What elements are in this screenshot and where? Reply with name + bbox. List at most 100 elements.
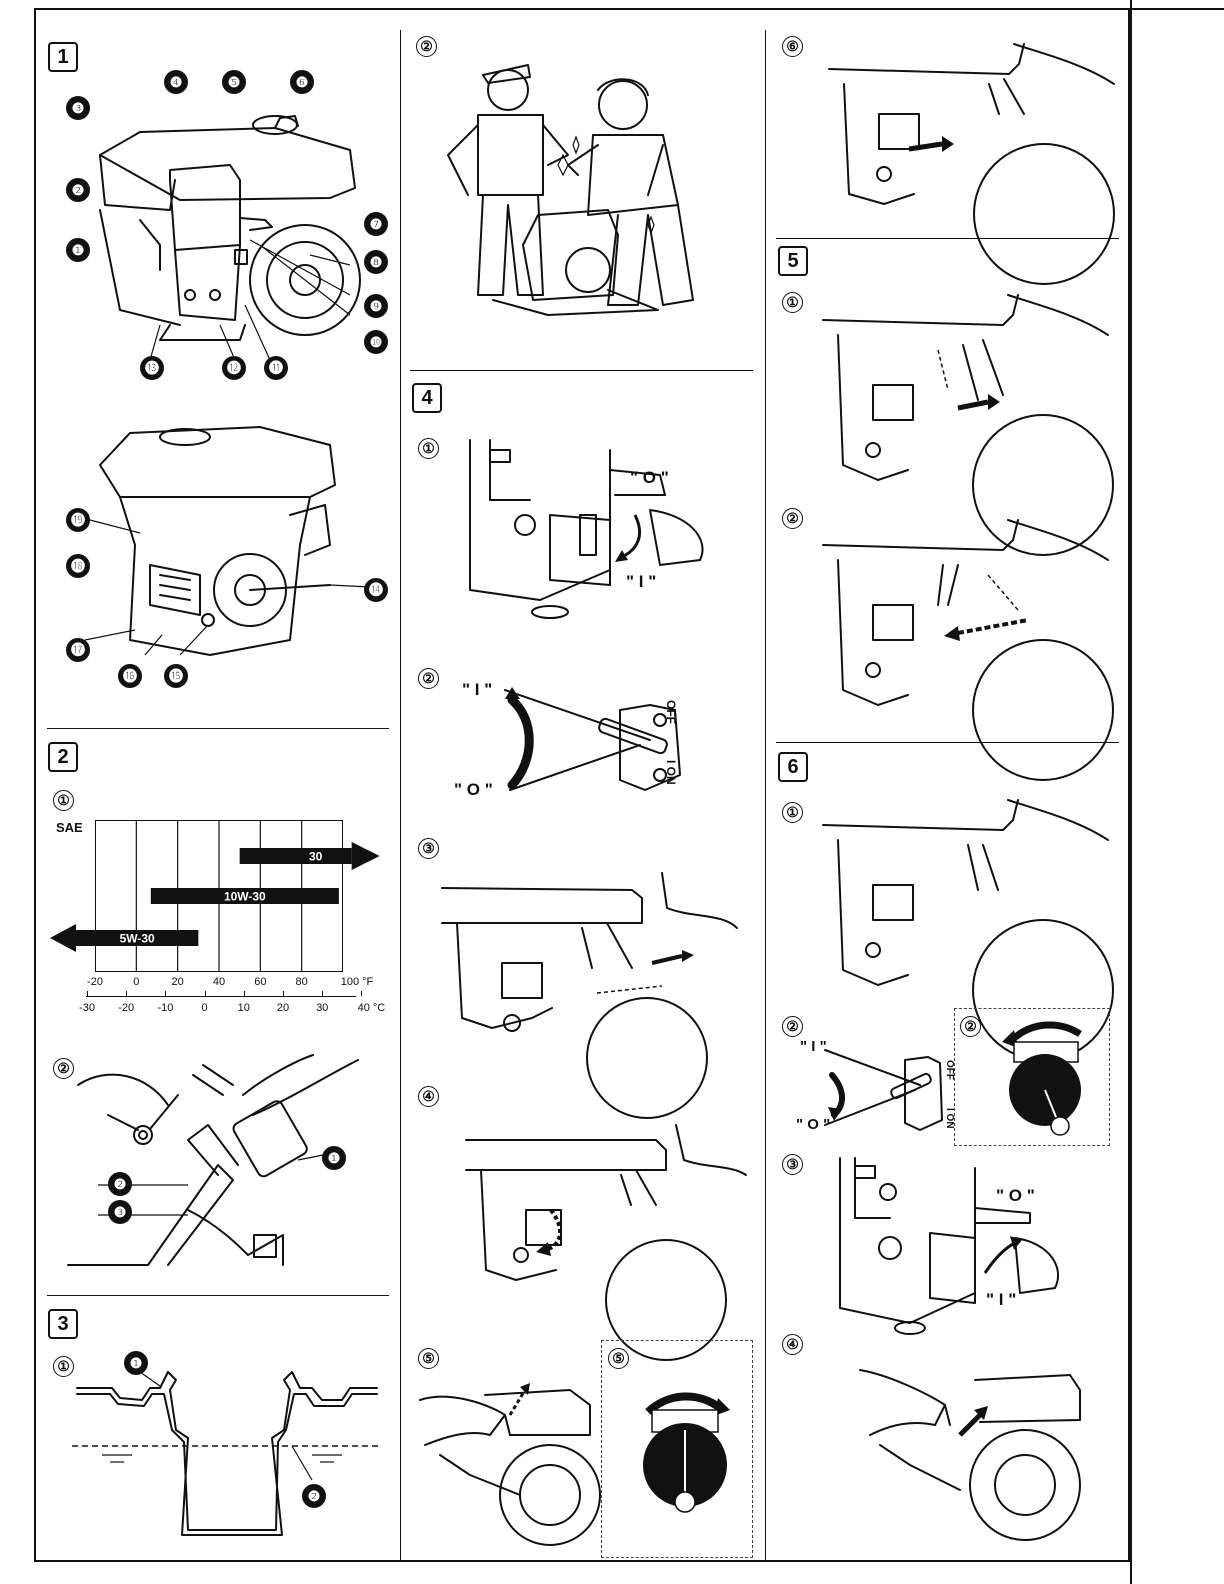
step-6-marker: ⑥ (782, 36, 803, 57)
callout-13: ⓭ (140, 356, 164, 380)
lever-off-label: " O " (630, 468, 669, 488)
fahrenheit-tick-label: 0 (133, 976, 139, 988)
fuel-valve-close-illustration (830, 1158, 1090, 1338)
step-3-marker: ③ (418, 838, 439, 859)
celsius-tick-label: 20 (277, 1002, 289, 1014)
chart-bar-label: 5W-30 (120, 932, 155, 946)
chart-title: SAE (56, 820, 83, 835)
switch-dial-off-illustration (1000, 1022, 1100, 1137)
callout-5: ❺ (222, 70, 246, 94)
fahrenheit-tick-label: 60 (254, 976, 266, 988)
celsius-tick-mark (361, 991, 362, 996)
celsius-tick-label: 30 (316, 1002, 328, 1014)
choke-lever-closed-illustration (432, 868, 732, 1068)
section-4-label: 4 (412, 383, 442, 413)
callout-9: ❾ (364, 294, 388, 318)
mechanics-inspecting-engine-illustration (448, 45, 718, 315)
throttle-slow-illustration (818, 290, 1118, 490)
callout-2: ❷ (66, 178, 90, 202)
callout-8: ❽ (364, 250, 388, 274)
section-divider (776, 238, 1119, 239)
callout-1: ❶ (322, 1146, 346, 1170)
callout-3: ❸ (66, 96, 90, 120)
lever-on-label: " I " (626, 572, 656, 592)
callout-18: ⓲ (66, 554, 90, 578)
switch-off-text: OFF (664, 700, 678, 724)
engine-front-illustration (60, 70, 400, 400)
step-5-marker: ⑤ (608, 1348, 629, 1369)
callout-2: ❷ (302, 1484, 326, 1508)
fahrenheit-tick-label: -20 (87, 976, 103, 988)
chart-bar-10w-30: 10W-30 (151, 888, 339, 904)
callout-12: ⓬ (222, 356, 246, 380)
step-2-marker: ② (782, 1016, 803, 1037)
recoil-starter-return-illustration (850, 1360, 1090, 1550)
throttle-position-illustration (818, 795, 1118, 995)
section-divider (776, 742, 1119, 743)
fuel-valve-lever-illustration (460, 440, 710, 620)
step-3-marker: ③ (782, 1154, 803, 1175)
margin-tab (1130, 0, 1224, 1584)
section-divider (410, 370, 753, 371)
celsius-tick-label: -30 (79, 1002, 95, 1014)
recoil-starter-pull-illustration (410, 1375, 600, 1550)
callout-19: ⓳ (66, 508, 90, 532)
callout-15: ⓯ (164, 664, 188, 688)
callout-7: ❼ (364, 212, 388, 236)
callout-6: ❻ (290, 70, 314, 94)
celsius-tick-label: 0 (202, 1002, 208, 1014)
celsius-tick-label: 40 °C (358, 1002, 386, 1014)
callout-1: ❶ (124, 1351, 148, 1375)
celsius-axis-line (86, 996, 356, 997)
step-2-marker: ② (418, 668, 439, 689)
section-divider (47, 728, 389, 729)
chart-bar-label: 30 (309, 850, 323, 864)
callout-14: ⓮ (364, 578, 388, 602)
step-4-marker: ④ (418, 1086, 439, 1107)
switch-off-label: " O " (454, 780, 493, 800)
step-4-marker: ④ (782, 1334, 803, 1355)
step-2-marker: ② (416, 36, 437, 57)
celsius-tick-label: 10 (238, 1002, 250, 1014)
section-2-label: 2 (48, 742, 78, 772)
step-1-marker: ① (418, 438, 439, 459)
section-6-label: 6 (778, 752, 808, 782)
switch-on-label: " I " (462, 680, 492, 700)
throttle-fast-illustration (818, 515, 1118, 715)
step-1-marker: ① (782, 292, 803, 313)
callout-4: ❹ (164, 70, 188, 94)
fuel-strainer-illustration (72, 1360, 382, 1550)
chart-plot-area: 30 10W-30 5W-30 (95, 820, 343, 972)
throttle-lever-illustration (824, 34, 1124, 219)
callout-11: ⓫ (264, 356, 288, 380)
callout-2: ❷ (108, 1172, 132, 1196)
step-2-marker: ② (960, 1016, 981, 1037)
oil-viscosity-chart: 30 10W-30 5W-30 (95, 820, 343, 972)
callout-1: ❶ (66, 238, 90, 262)
callout-3: ❸ (108, 1200, 132, 1224)
lever-on-label: " I " (986, 1290, 1016, 1310)
fahrenheit-tick-label: 20 (172, 976, 184, 988)
chart-bar-5w-30: 5W-30 (50, 924, 198, 952)
switch-on-text: I ON (664, 760, 678, 785)
column-divider (765, 30, 766, 1560)
section-divider (47, 1295, 389, 1296)
section-5-label: 5 (778, 246, 808, 276)
step-1-marker: ① (782, 802, 803, 823)
step-1-marker: ① (53, 790, 74, 811)
step-1-marker: ① (53, 1356, 74, 1377)
switch-dial-on-illustration (630, 1380, 740, 1530)
column-divider (400, 30, 401, 1560)
callout-16: ⓰ (118, 664, 142, 688)
chart-bar-body (240, 848, 352, 864)
lever-off-label: " O " (996, 1186, 1035, 1206)
step-2-marker: ② (782, 508, 803, 529)
callout-10: ❿ (364, 330, 388, 354)
chart-bar-label: 10W-30 (224, 890, 266, 904)
fahrenheit-tick-label: 40 (213, 976, 225, 988)
engine-switch-off-illustration (820, 1045, 960, 1145)
celsius-tick-label: -20 (118, 1002, 134, 1014)
fahrenheit-tick-label: 100 °F (341, 976, 374, 988)
engine-rear-illustration (90, 415, 390, 675)
callout-17: ⓱ (66, 638, 90, 662)
